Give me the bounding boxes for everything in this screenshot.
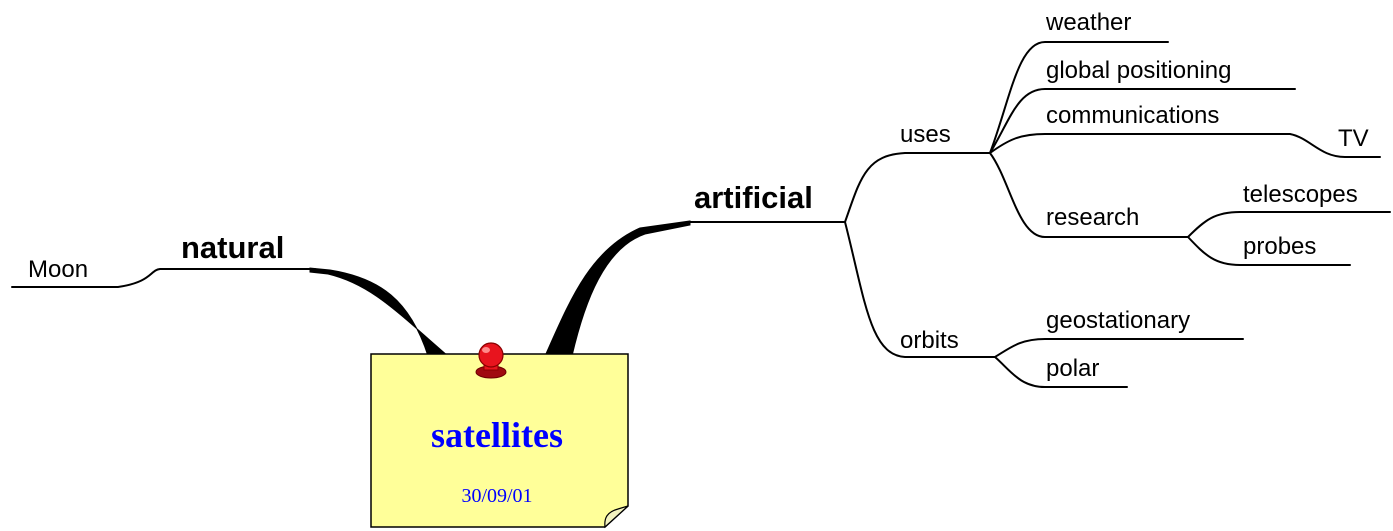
label-geostationary: geostationary (1046, 307, 1190, 334)
note-curled-corner (604, 505, 629, 529)
branch-natural-underline (11, 268, 316, 288)
label-communications: communications (1046, 102, 1219, 129)
label-global-positioning: global positioning (1046, 57, 1231, 84)
branch-weather (989, 41, 1169, 154)
label-tv: TV (1338, 125, 1369, 152)
branch-natural-trunk (309, 267, 450, 357)
branch-research (989, 152, 1189, 238)
note-date: 30/09/01 (461, 485, 532, 507)
label-orbits: orbits (900, 327, 959, 354)
branch-communications (989, 133, 1381, 158)
branch-artificial-trunk (544, 220, 691, 357)
branch-geostationary (994, 338, 1244, 358)
label-polar: polar (1046, 355, 1099, 382)
branch-global-positioning (989, 88, 1296, 154)
branch-polar (994, 356, 1128, 388)
push-pin-icon (475, 342, 507, 379)
branch-probes (1187, 236, 1351, 266)
label-telescopes: telescopes (1243, 181, 1358, 208)
label-artificial: artificial (694, 180, 813, 215)
branch-orbits (844, 221, 996, 358)
label-moon: Moon (28, 256, 88, 283)
label-natural: natural (181, 230, 284, 265)
label-uses: uses (900, 121, 951, 148)
label-weather: weather (1045, 9, 1131, 36)
branch-telescopes (1187, 211, 1391, 238)
branch-uses (844, 152, 991, 223)
label-probes: probes (1243, 233, 1316, 260)
central-note: satellites 30/09/01 (370, 353, 629, 529)
note-title: satellites (431, 415, 563, 455)
label-research: research (1046, 204, 1139, 231)
